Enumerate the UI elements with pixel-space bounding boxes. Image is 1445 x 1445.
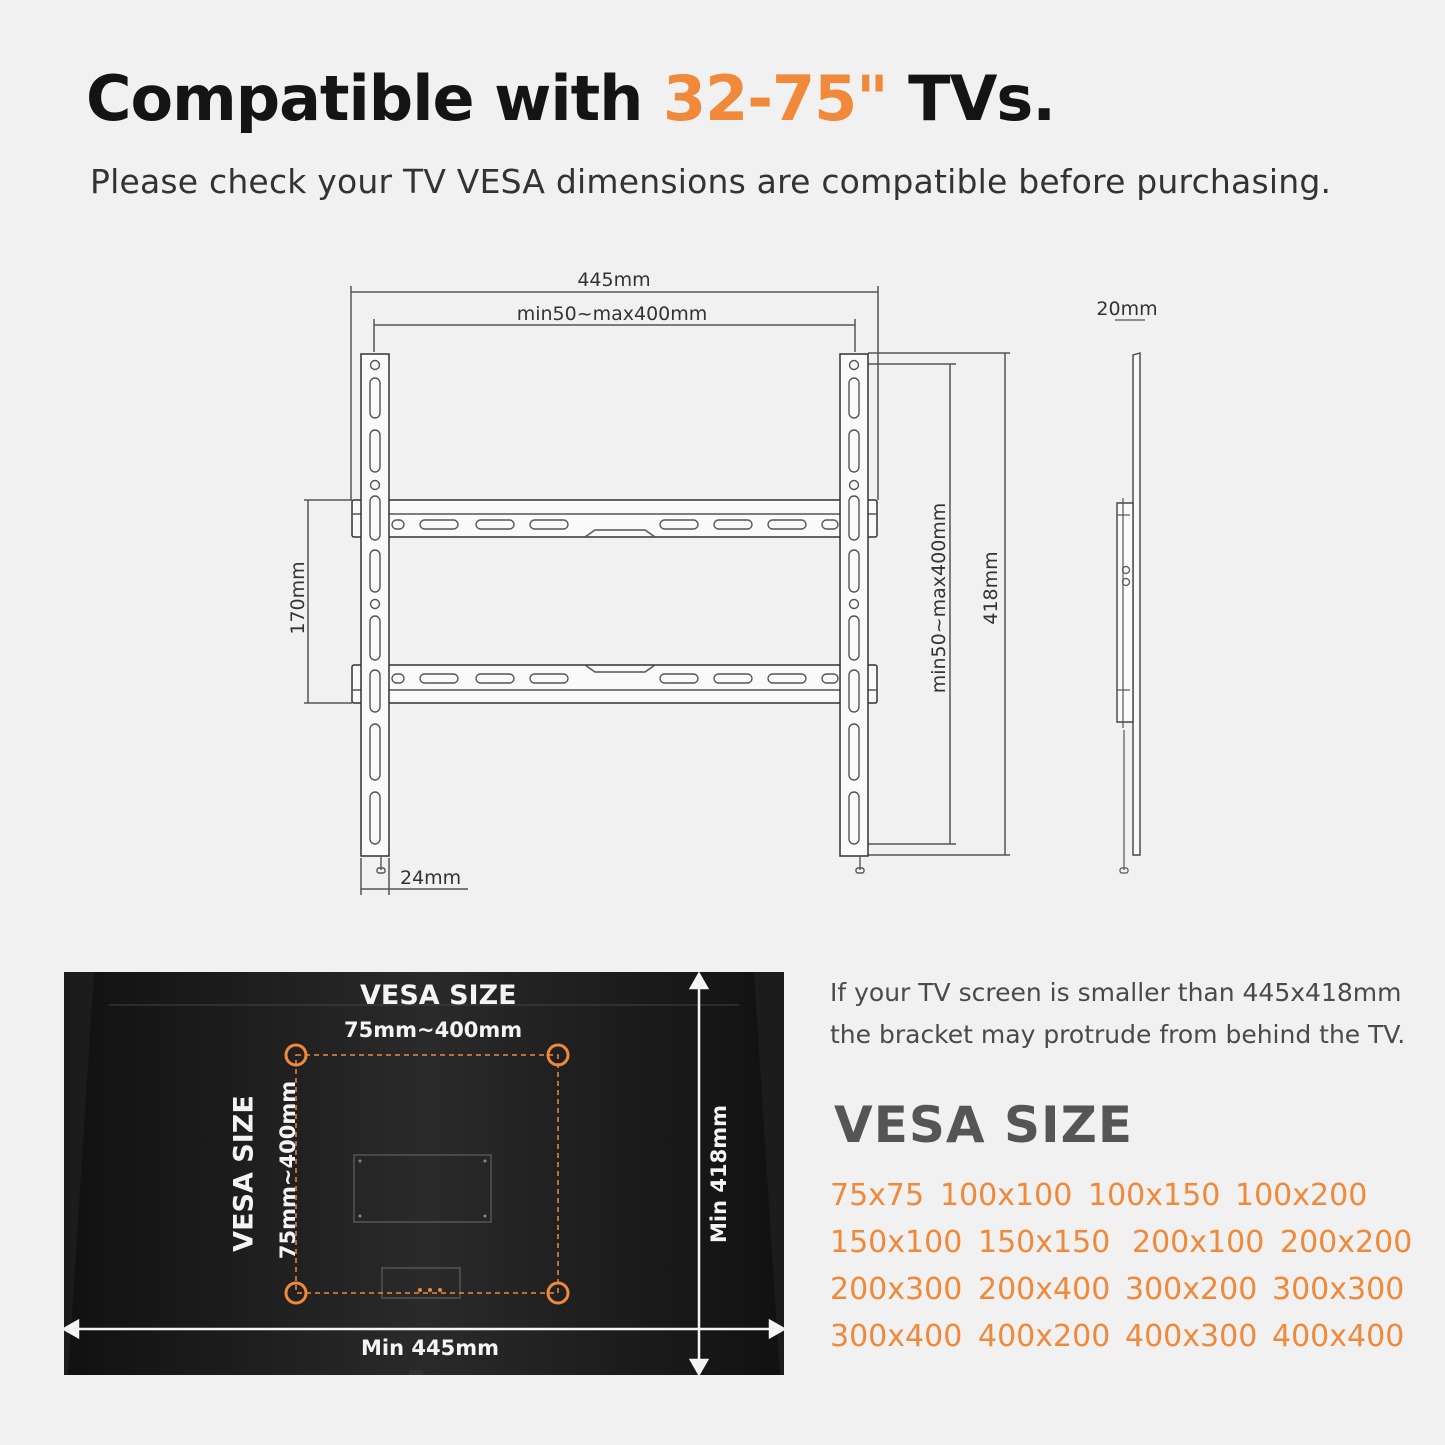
size-note-line-1: If your TV screen is smaller than 445x41… [830,978,1402,1007]
panel-vesa-title: VESA SIZE [360,980,517,1011]
vesa-size: 100x200 [1235,1178,1368,1213]
vesa-size: 200x300 [830,1272,963,1307]
bracket-diagram: 445mm min50~max400mm 20mm 24mm 170mm min… [287,269,1158,895]
vesa-size: 100x150 [1088,1178,1221,1213]
vesa-size: 200x200 [1280,1225,1413,1260]
vesa-size: 150x150 [978,1225,1111,1260]
vesa-hole-bottom-left [284,1281,308,1305]
size-note-line-2: the bracket may protrude from behind the… [830,1020,1406,1049]
panel-min-height: Min 418mm [707,1105,731,1243]
vesa-size: 200x100 [1132,1225,1265,1260]
title-accent: 32-75" [662,62,889,135]
vesa-list-heading: VESA SIZE [834,1096,1133,1154]
size-note: If your TV screen is smaller than 445x41… [830,972,1430,1056]
vesa-size: 300x300 [1272,1272,1405,1307]
vesa-size: 300x200 [1125,1272,1258,1307]
vesa-size: 400x200 [978,1319,1111,1354]
title-prefix: Compatible with [86,62,663,135]
panel-vesa-vertical-title: VESA SIZE [228,1095,260,1252]
vesa-hole-bottom-right [546,1281,570,1305]
dim-total-width: 445mm [577,269,650,291]
tv-back-illustration [64,972,784,1375]
tv-back-panel: VESA SIZE 75mm~400mm VESA SIZE 75mm~400m… [64,972,784,1375]
dim-rail-height: 170mm [287,561,309,634]
page-title: Compatible with 32-75" TVs. [86,62,1056,135]
vesa-hole-top-right [546,1043,570,1067]
page-subtitle: Please check your TV VESA dimensions are… [90,162,1332,201]
vesa-hole-top-left [284,1043,308,1067]
vesa-size: 150x100 [830,1225,963,1260]
dim-strip-width: 24mm [400,867,461,889]
panel-vesa-horizontal: 75mm~400mm [344,1018,523,1042]
dim-depth: 20mm [1096,298,1157,320]
panel-vesa-vertical: 75mm~400mm [276,1080,300,1260]
vesa-size: 100x100 [940,1178,1073,1213]
dim-hole-height: min50~max400mm [928,503,950,694]
vesa-size: 300x400 [830,1319,963,1354]
panel-min-width: Min 445mm [361,1336,499,1360]
vesa-size: 75x75 [830,1178,925,1213]
vesa-size: 400x300 [1125,1319,1258,1354]
dim-total-height: 418mm [980,551,1002,624]
vesa-size: 400x400 [1272,1319,1405,1354]
vesa-size: 200x400 [978,1272,1111,1307]
title-suffix: TVs. [887,62,1056,135]
dim-hole-width: min50~max400mm [517,303,708,325]
